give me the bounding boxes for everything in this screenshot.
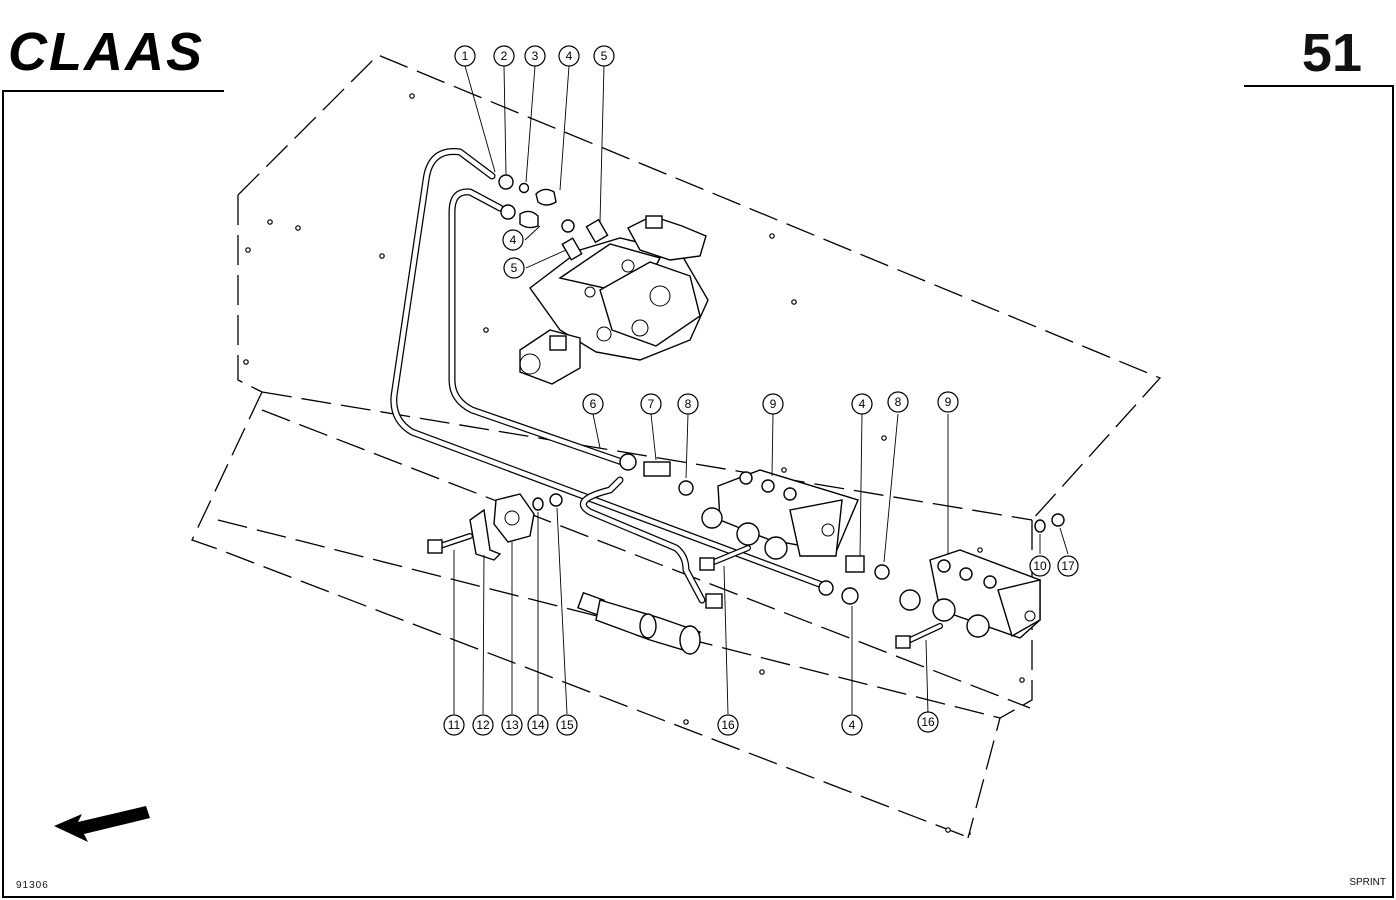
frame-left: [2, 90, 4, 898]
svg-text:3: 3: [532, 49, 539, 63]
callout-10: 10: [1029, 555, 1051, 577]
header-rule-right: [1244, 85, 1392, 87]
callout-1: 1: [454, 45, 476, 67]
callout-bubbles: 1 2 3 4 5 4 5 6 7 8 9 4 8 9 10 17 11 12 …: [443, 45, 1079, 736]
svg-text:4: 4: [510, 233, 517, 247]
svg-text:11: 11: [448, 718, 461, 732]
svg-text:CLAAS: CLAAS: [8, 26, 204, 74]
svg-text:6: 6: [590, 397, 597, 411]
upper-fittings: [498, 174, 609, 261]
frame-bottom: [2, 896, 1394, 898]
middle-valve-cluster: [619, 453, 859, 560]
clamp-assembly: [469, 493, 1065, 561]
callout-8-mid: 8: [677, 393, 699, 415]
svg-text:4: 4: [849, 718, 856, 732]
svg-text:16: 16: [921, 715, 935, 729]
callout-12: 12: [472, 714, 494, 736]
svg-text:10: 10: [1033, 559, 1047, 573]
svg-text:16: 16: [721, 718, 735, 732]
svg-text:4: 4: [566, 49, 573, 63]
callout-2: 2: [493, 45, 515, 67]
callout-4-left: 4: [502, 229, 524, 251]
svg-text:8: 8: [895, 395, 902, 409]
model-name: SPRINT: [1349, 877, 1386, 888]
sensor-cylinder: [577, 591, 723, 655]
callout-3: 3: [524, 45, 546, 67]
callout-16-right: 16: [917, 711, 939, 733]
svg-text:1: 1: [462, 49, 469, 63]
right-valve-cluster: [818, 549, 1041, 639]
page-number: 51: [1301, 23, 1362, 83]
callout-13: 13: [501, 714, 523, 736]
callout-4-right: 4: [851, 393, 873, 415]
control-valve-block: [519, 215, 709, 385]
callout-11: 11: [443, 714, 465, 736]
callout-14: 14: [527, 714, 549, 736]
svg-text:13: 13: [505, 718, 519, 732]
callout-16-mid: 16: [717, 714, 739, 736]
svg-text:9: 9: [945, 395, 952, 409]
claas-logo: CLAAS: [8, 26, 204, 74]
callout-5-left: 5: [503, 257, 525, 279]
svg-text:15: 15: [560, 718, 574, 732]
svg-text:5: 5: [511, 261, 518, 275]
hydraulic-lines: [390, 148, 834, 604]
svg-text:5: 5: [601, 49, 608, 63]
svg-text:8: 8: [685, 397, 692, 411]
frame-right: [1392, 85, 1394, 898]
svg-text:9: 9: [770, 397, 777, 411]
callout-6: 6: [582, 393, 604, 415]
svg-text:2: 2: [501, 49, 508, 63]
leader-lines: [453, 65, 1069, 715]
panel-holes: [243, 93, 1025, 833]
callout-7: 7: [640, 393, 662, 415]
callout-15: 15: [556, 714, 578, 736]
callout-5-top: 5: [593, 45, 615, 67]
svg-text:12: 12: [476, 718, 490, 732]
bolts: [427, 533, 943, 649]
callout-4-bottom: 4: [841, 714, 863, 736]
upper-panel-outline: [237, 54, 1162, 521]
svg-text:14: 14: [531, 718, 545, 732]
callout-17: 17: [1057, 555, 1079, 577]
callout-4-top: 4: [558, 45, 580, 67]
direction-arrow-icon: [54, 806, 150, 842]
svg-text:7: 7: [648, 397, 655, 411]
svg-text:17: 17: [1061, 559, 1075, 573]
callout-8-right: 8: [887, 391, 909, 413]
callout-9-mid: 9: [762, 393, 784, 415]
callout-9-right: 9: [937, 391, 959, 413]
header-rule-left: [4, 90, 224, 92]
document-number: 91306: [16, 880, 49, 891]
svg-text:4: 4: [859, 397, 866, 411]
